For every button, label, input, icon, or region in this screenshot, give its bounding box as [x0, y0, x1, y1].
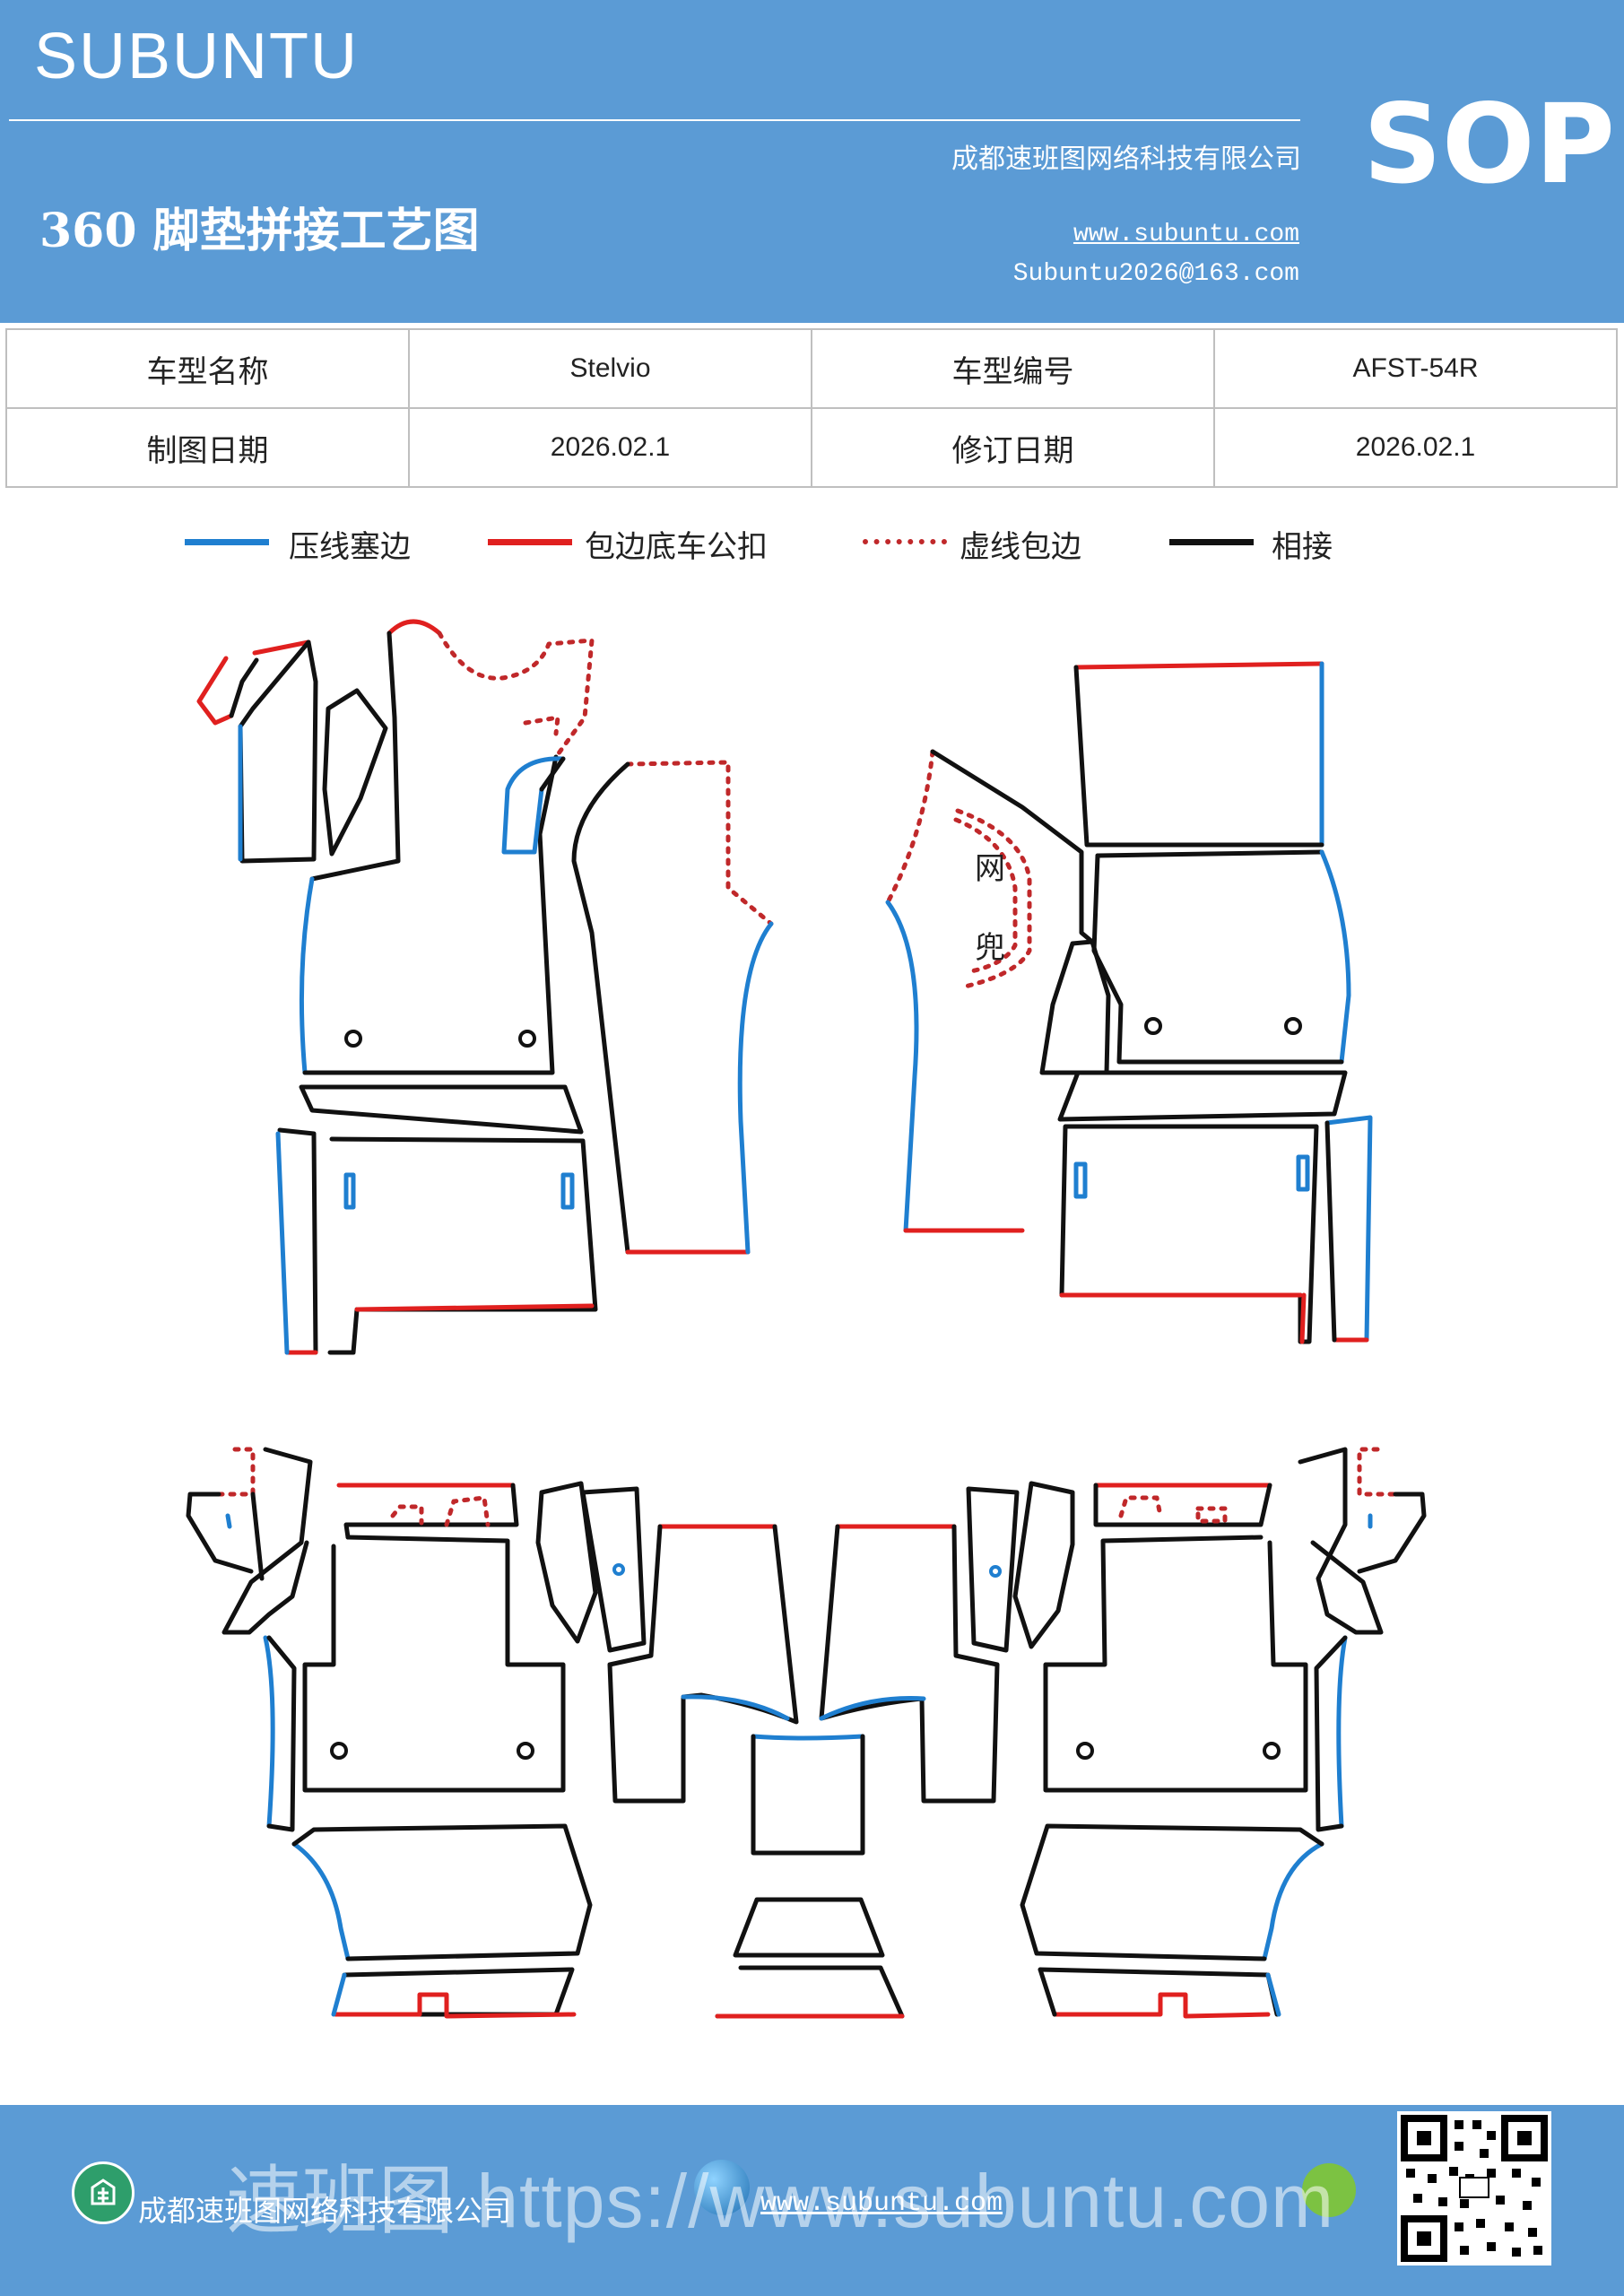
qr-code[interactable]: [1397, 2111, 1551, 2266]
header-divider: [9, 119, 1300, 121]
website-link[interactable]: www.subuntu.com: [1073, 221, 1299, 248]
model-code-value: AFST-54R: [1213, 328, 1618, 409]
mat-piece-right-main-front: [1091, 849, 1351, 1065]
mat-piece-right-upper-block: [1073, 661, 1324, 848]
mat-piece-rear-left-clip: [186, 1447, 256, 1574]
net-pocket-label-2: 兜: [975, 930, 1005, 966]
email-address: Subuntu2026@163.com: [1012, 260, 1299, 288]
vehicle-info-table: 车型名称 Stelvio 车型编号 AFST-54R 制图日期 2026.02.…: [5, 328, 1618, 488]
model-code-label: 车型编号: [811, 328, 1215, 409]
mat-piece-rear-left-door-pad: [535, 1481, 598, 1644]
mat-piece-right-strip: [1057, 1070, 1348, 1122]
mat-piece-left-pillar: [238, 639, 318, 864]
mat-piece-rear-right-center: [819, 1524, 1000, 1804]
mat-piece-rear-right-rear: [1020, 1823, 1324, 1961]
mat-piece-left-heel-pad: [501, 756, 566, 855]
legend-swatch-edge-clip: [488, 539, 572, 545]
mat-piece-left-rear-floor: [327, 1136, 598, 1355]
mat-piece-rear-left-center: [607, 1524, 799, 1804]
draw-date-label: 制图日期: [5, 407, 410, 488]
legend-swatch-press-line: [185, 539, 269, 545]
legend: 压线塞边 包边底车公扣 虚线包边 相接: [0, 522, 1624, 567]
document-title: 360 脚垫拼接工艺图: [39, 204, 480, 258]
mat-piece-rear-right-main: [1043, 1483, 1308, 1793]
mat-piece-rear-left-tunnel-door: [580, 1486, 647, 1653]
mat-piece-rear-right-tunnel-door: [966, 1486, 1020, 1653]
mat-piece-center-rear-1: [733, 1897, 885, 1958]
mat-piece-left-small-side: [196, 656, 259, 726]
mat-piece-left-door-pad: [322, 688, 388, 857]
mat-piece-rear-left-main: [302, 1483, 566, 1793]
mat-piece-right-tunnel-side: [885, 749, 1095, 1233]
mat-piece-right-door-pad: [1039, 939, 1111, 1075]
brand-logo-text: SUBUNTU: [34, 21, 360, 92]
mat-piece-rear-left-sidewall: [263, 1635, 297, 1832]
legend-label-joint: 相接: [1272, 529, 1333, 565]
mat-piece-rear-left-pillar: [221, 1447, 313, 1635]
legend-label-edge-clip: 包边底车公扣: [585, 529, 768, 565]
mat-piece-right-rear-floor: [1059, 1124, 1319, 1344]
legend-label-dotted-edge: 虚线包边: [960, 529, 1081, 565]
mat-piece-left-rear-side: [275, 1127, 318, 1355]
company-name: 成都速班图网络科技有限公司: [951, 144, 1301, 175]
footer-company-name: 成都速班图网络科技有限公司: [138, 2194, 512, 2228]
revise-date-label: 修订日期: [811, 407, 1215, 488]
mat-piece-left-main-front: [299, 619, 595, 1075]
sop-badge: SOP: [1363, 81, 1615, 208]
building-icon: [72, 2161, 135, 2224]
mat-piece-rear-right-sidewall: [1314, 1635, 1348, 1832]
mat-piece-rear-right-bottom: [1038, 1967, 1281, 2019]
model-name-value: Stelvio: [408, 328, 812, 409]
revise-date-value: 2026.02.1: [1213, 407, 1618, 488]
wechat-icon: [1302, 2163, 1356, 2217]
header-band: SUBUNTU 360 脚垫拼接工艺图 成都速班图网络科技有限公司 www.su…: [0, 0, 1624, 323]
draw-date-value: 2026.02.1: [408, 407, 812, 488]
legend-swatch-dotted-edge: [863, 539, 947, 544]
mat-piece-rear-right-door-pad: [1012, 1481, 1075, 1649]
legend-label-press-line: 压线塞边: [289, 529, 411, 565]
footer-website-link[interactable]: www.subuntu.com: [760, 2188, 1003, 2219]
globe-icon: [694, 2160, 750, 2215]
mat-piece-left-strip: [299, 1084, 584, 1135]
table-row: 制图日期 2026.02.1 修订日期 2026.02.1: [5, 407, 1618, 488]
mat-piece-rear-left-bottom: [331, 1967, 577, 2019]
mat-piece-rear-right-clip: [1357, 1447, 1427, 1574]
mat-piece-rear-right-pillar: [1298, 1447, 1384, 1635]
model-name-label: 车型名称: [5, 328, 410, 409]
mat-piece-center-tunnel: [751, 1734, 865, 1856]
table-row: 车型名称 Stelvio 车型编号 AFST-54R: [5, 328, 1618, 409]
watermark-text: 速班图 https://www.subuntu.com: [226, 2159, 1335, 2243]
mat-piece-right-rear-side: [1324, 1115, 1373, 1343]
mat-piece-center-rear-2: [715, 1965, 905, 2019]
mat-piece-rear-left-rear: [291, 1823, 593, 1961]
net-pocket-label-1: 网: [975, 851, 1005, 887]
mat-piece-left-tunnel-side: [571, 760, 774, 1255]
legend-swatch-joint: [1169, 539, 1254, 545]
